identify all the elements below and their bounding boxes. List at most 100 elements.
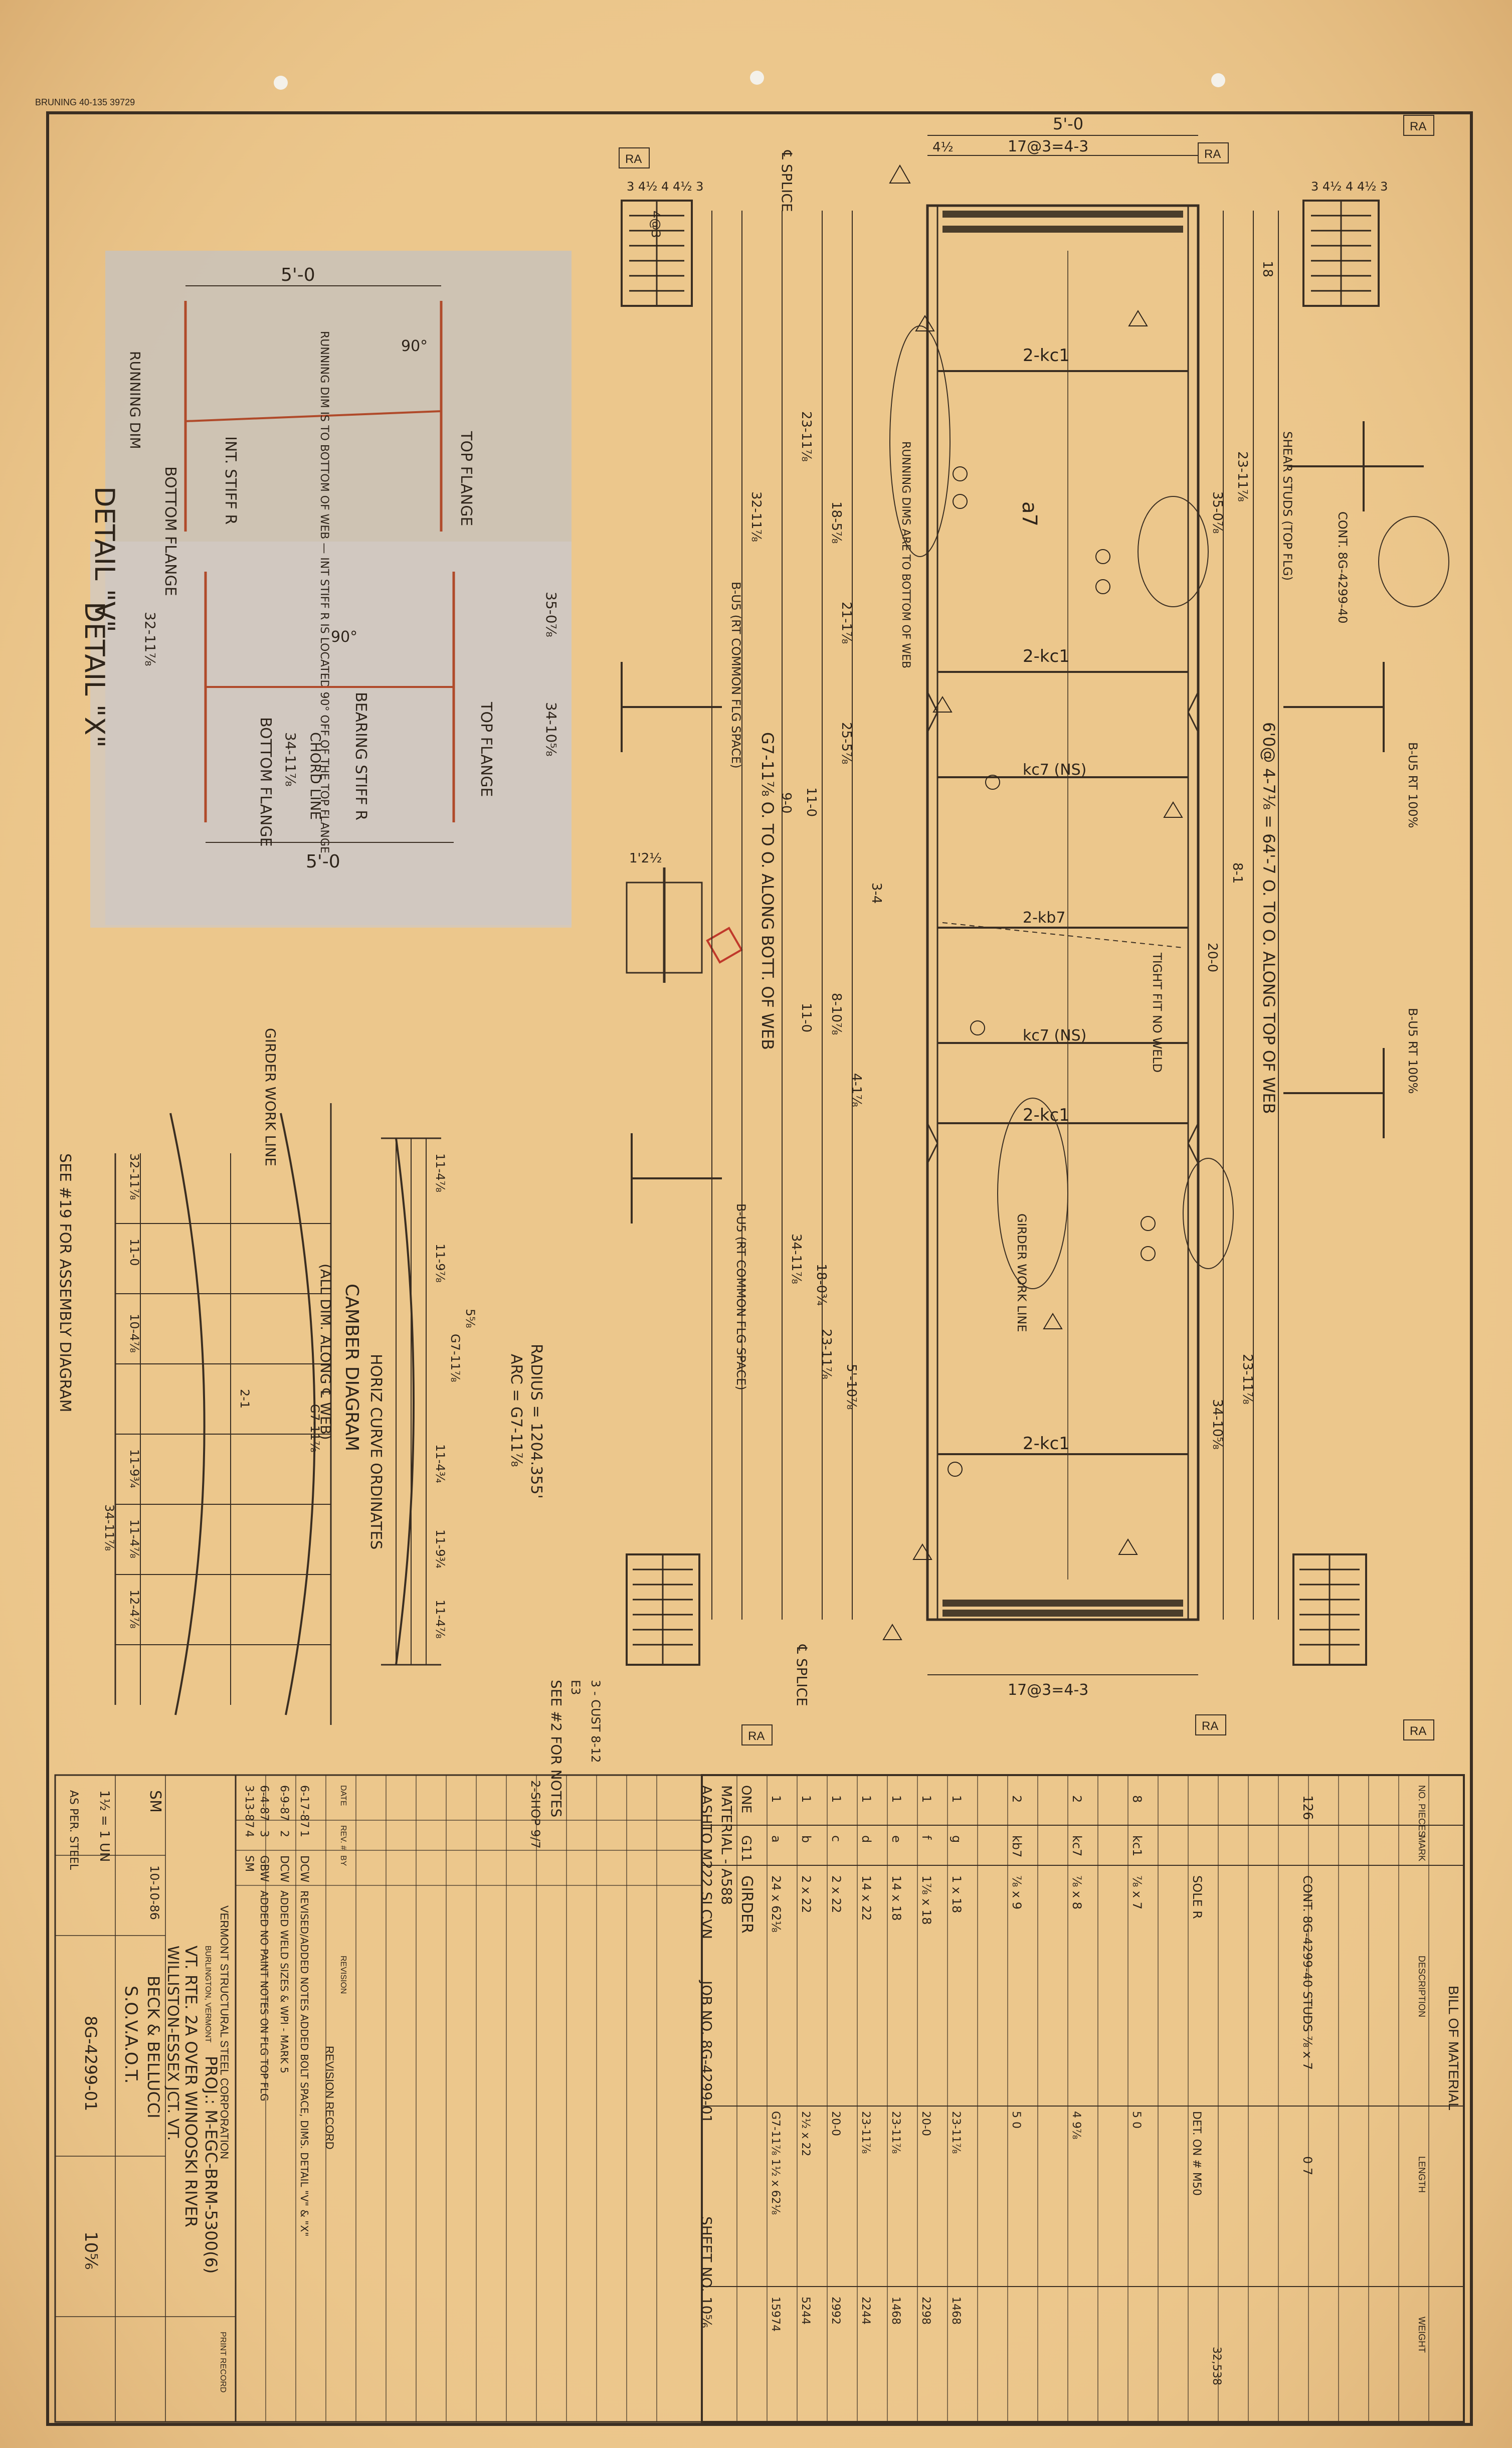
svg-text:4-1⅞: 4-1⅞ [849, 1073, 864, 1107]
svg-text:g: g [950, 1835, 964, 1843]
company-name: VERMONT STRUCTURAL STEEL CORPORATION [218, 1905, 231, 2159]
girder-elevation: 1'2½ RA RA RA RA RA [619, 114, 1449, 1745]
camber-subtitle: (ALL DIM. ALONG ℄ WEB) [317, 1264, 334, 1440]
bom-title: BILL OF MATERIAL [1446, 1986, 1461, 2111]
detail-x-chord-line: CHORD LINE [307, 732, 324, 820]
bom-spec-2: MATERIAL - A588 [718, 1785, 735, 1905]
svg-text:kc7: kc7 [1070, 1835, 1084, 1856]
svg-text:2: 2 [278, 1830, 290, 1837]
architect-name: S.O.V.A.O.T. [121, 1986, 141, 2083]
svg-text:c: c [829, 1835, 843, 1842]
cross-frames [937, 370, 1188, 1455]
svg-text:6-17-87: 6-17-87 [298, 1785, 310, 1828]
svg-text:1: 1 [298, 1830, 310, 1837]
svg-text:34-10⅝: 34-10⅝ [1210, 1399, 1225, 1450]
svg-text:25-5⅞: 25-5⅞ [839, 722, 854, 764]
punch-hole [274, 76, 288, 90]
svg-text:1: 1 [889, 1795, 903, 1803]
bom-row: 1 f 1⅞ x 18 20-0 2298 [919, 1795, 933, 2325]
svg-text:GBW: GBW [258, 1855, 270, 1882]
svg-text:23-11⅞: 23-11⅞ [889, 2111, 902, 2154]
svg-text:SOLE R: SOLE R [1190, 1875, 1204, 1919]
splice-label-bottom: ℄ SPLICE [794, 1644, 810, 1706]
along-top-label: 6'0@ 4-7⅛ = 64'-7 O. TO O. ALONG TOP OF … [1259, 722, 1278, 1114]
svg-text:DET. ON # M50: DET. ON # M50 [1190, 2111, 1203, 2196]
svg-text:23-11⅞: 23-11⅞ [859, 2111, 872, 2154]
svg-text:23-11⅞: 23-11⅞ [950, 2111, 962, 2154]
svg-text:18-5⅞: 18-5⅞ [829, 501, 844, 544]
revision-row: 3-13-87 4 SM [243, 1785, 255, 1872]
svg-text:CONT. 8G-4299-40 STUDS ⅞ x 7: CONT. 8G-4299-40 STUDS ⅞ x 7 [1300, 1875, 1314, 2070]
detail-x-dim-c: 34-10⅝ [543, 702, 559, 757]
svg-text:2: 2 [1070, 1795, 1084, 1803]
revision-header-revision: REVISION [339, 1956, 347, 1994]
revision-row: 6-4-87 3 GBW ADDED NO PAINT NOTES ON FLG… [258, 1785, 270, 2102]
svg-text:18: 18 [1260, 261, 1275, 277]
svg-text:1 x 18: 1 x 18 [950, 1875, 964, 1913]
svg-text:DCW: DCW [298, 1855, 310, 1882]
svg-text:2 x 22: 2 x 22 [799, 1875, 813, 1913]
svg-text:34-11⅞: 34-11⅞ [102, 1504, 116, 1551]
svg-text:DCW: DCW [278, 1855, 290, 1882]
svg-text:5'-10⅞: 5'-10⅞ [844, 1364, 859, 1410]
svg-text:kb7: kb7 [1010, 1835, 1024, 1857]
svg-text:11-4¾: 11-4¾ [433, 1444, 447, 1483]
see-notes: SEE #2 FOR NOTES [548, 1680, 564, 1817]
bom-row: 1 g 1 x 18 23-11⅞ 1468 [950, 1795, 964, 2325]
svg-text:1: 1 [919, 1795, 933, 1803]
svg-text:23-11⅞: 23-11⅞ [1235, 451, 1250, 502]
svg-text:SM: SM [243, 1855, 255, 1872]
svg-text:1: 1 [799, 1795, 813, 1803]
svg-text:8-10⅞: 8-10⅞ [829, 993, 844, 1035]
svg-text:2: 2 [1010, 1795, 1024, 1803]
bottom-splice-dim: 17@3=4-3 [1008, 1681, 1088, 1699]
svg-text:2244: 2244 [859, 2297, 872, 2325]
svg-text:G7-11⅞: G7-11⅞ [448, 1334, 462, 1382]
svg-text:23-11⅞: 23-11⅞ [1240, 1354, 1255, 1405]
bom-row: 1 b 2 x 22 2½ x 22 5244 [799, 1795, 813, 2325]
svg-text:32-11⅞: 32-11⅞ [748, 491, 764, 542]
svg-text:G7-11⅞: G7-11⅞ [308, 1404, 322, 1452]
sheet-border [46, 111, 1473, 2426]
detail-x-title: DETAIL "X" [79, 602, 110, 748]
bom-spec-1: AASHTO M222 SI CVN [698, 1785, 715, 1939]
detail-v-top-flange: TOP FLANGE [457, 431, 475, 526]
bom-job-no: JOB NO. 8G-4299-01 [698, 1980, 715, 2124]
svg-text:ADDED NO PAINT NOTES ON FLG TO: ADDED NO PAINT NOTES ON FLG TOP FLG [258, 1890, 270, 2102]
horiz-curve: HORIZ CURVE ORDINATES RADIUS = 1204.355'… [367, 1137, 545, 1666]
ra-tag: RA [1410, 120, 1426, 133]
bom-row: 8 kc1 ⅞ x 7 5 0 [1130, 1795, 1144, 2129]
weld-note-3: B-U5 (RT COMMON FLG SPACE) [729, 582, 743, 769]
customer-name: BECK & BELLUCCI [144, 1976, 163, 2119]
splice-label-top: ℄ SPLICE [779, 150, 795, 212]
punch-hole [1211, 73, 1225, 87]
splice-plate-right-dims: 3 4½ 4 4½ 3 [1311, 180, 1388, 194]
kc7-ns-label: kc7 (NS) [1023, 761, 1086, 779]
camber-see-note: SEE #19 FOR ASSEMBLY DIAGRAM [56, 1153, 74, 1412]
bom-row: 1 d 14 x 22 23-11⅞ 2244 [859, 1795, 873, 2325]
edge-dim: 4½ [932, 140, 954, 155]
bolt-row-bottom [942, 1600, 1183, 1617]
bom-studs-row: 126 CONT. 8G-4299-40 STUDS ⅞ x 7 0 7 [1300, 1795, 1315, 2175]
top-splice-dim: 17@3=4-3 [1008, 138, 1088, 155]
svg-text:ADDED WELD SIZES & WPI - MARK: ADDED WELD SIZES & WPI - MARK 5 [278, 1890, 290, 2073]
revision-header-by: BY [339, 1855, 347, 1866]
camber-girder-work-line: GIRDER WORK LINE [262, 1028, 279, 1166]
bolt-pitch: 4@3 [649, 211, 663, 238]
bom-row: 1 e 14 x 18 23-11⅞ 1468 [889, 1795, 903, 2325]
detail-overlays: 5'-0 DETAIL "V" TOP FLANGE BOTTOM FLANGE… [79, 251, 572, 928]
svg-text:d: d [859, 1835, 873, 1843]
tight-fit-note: TIGHT FIT NO WELD [1150, 952, 1164, 1073]
ra-tag: RA [1202, 1719, 1218, 1733]
bottom-splice-plate [626, 1553, 700, 1666]
detail-x-stiffener: BEARING STIFF R [352, 692, 369, 820]
top-flange-note: SHEAR STUDS (TOP FLG) [1280, 431, 1294, 581]
cross-frame-4: 2-kc1 [1023, 1434, 1070, 1454]
ra-tag: RA [748, 1729, 765, 1743]
drawing-ref: AS PER. STEEL [67, 1790, 80, 1870]
print-record-label: PRINT RECORD [219, 2332, 227, 2393]
bom-total-weight: 32,538 [1210, 2347, 1223, 2385]
paper-stamp: BRUNING 40-135 39729 [35, 97, 135, 107]
detail-v-width: 5'-0 [281, 265, 315, 285]
